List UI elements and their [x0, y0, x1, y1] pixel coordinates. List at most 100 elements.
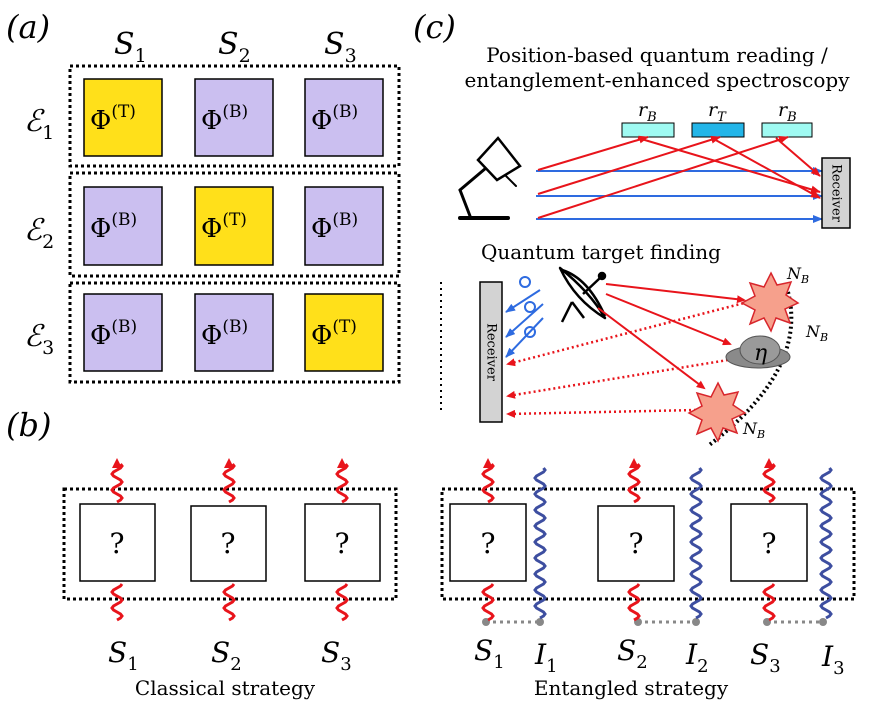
receiver-top: Receiver	[821, 157, 851, 229]
idler-wave	[533, 467, 547, 620]
entanglement-node	[692, 618, 700, 626]
svg-text:η: η	[754, 341, 767, 366]
lamp-icon	[458, 136, 522, 220]
idler-delay-loops	[505, 276, 544, 358]
signal-wave-in	[627, 583, 641, 622]
entanglement-node	[536, 618, 544, 626]
entangled-waves	[481, 458, 833, 622]
ensemble-row-2: ℰ2 Φ(B) Φ(T) Φ(B)	[24, 171, 401, 278]
signal-wave-out	[481, 463, 495, 504]
entanglement-node	[819, 618, 827, 626]
probe-box: ?	[449, 503, 527, 582]
svg-text:Receiver: Receiver	[829, 164, 844, 223]
return-beams	[506, 300, 749, 418]
noise-burst-icon	[740, 271, 800, 333]
entangled-strategy: ? ? ? S1 I1 S2 I2 S3 I3 Entangled strate…	[440, 458, 856, 700]
svg-text:?: ?	[109, 527, 124, 560]
probe-box: ?	[597, 505, 675, 582]
ensemble-row-3: ℰ3 Φ(B) Φ(B) Φ(T)	[24, 281, 401, 384]
svg-text:?: ?	[334, 527, 349, 560]
noise-label: NB	[805, 322, 828, 344]
state-cell-target	[83, 78, 163, 157]
cell-label: Φ(T)	[311, 317, 357, 351]
cell-label: Φ(B)	[90, 210, 137, 244]
svg-text:rB: rB	[778, 99, 797, 125]
reflected-beams	[537, 135, 821, 219]
signal-wave-out	[762, 463, 776, 504]
quantum-reading-title-line1: Position-based quantum reading /	[486, 43, 828, 67]
probe-box: ?	[304, 503, 381, 582]
receiver-bottom: Receiver	[479, 281, 503, 423]
target-object: η	[725, 335, 791, 369]
signal-label-s2: S2	[617, 634, 648, 673]
signal-wave-out-arrowhead	[112, 458, 122, 468]
svg-text:Receiver: Receiver	[484, 323, 499, 382]
signal-wave-out-arrowhead	[629, 458, 639, 468]
idler-label-i2: I2	[685, 638, 709, 677]
svg-text:?: ?	[761, 527, 776, 560]
signal-wave-out-arrowhead	[224, 458, 234, 468]
state-cell-target	[194, 186, 274, 266]
signal-wave-out	[335, 463, 349, 504]
column-header-s2: S2	[218, 27, 251, 67]
caption-entangled: Entangled strategy	[534, 676, 729, 700]
transmitted-beams	[597, 283, 746, 390]
noise-label: NB	[742, 419, 765, 441]
signal-wave-out-arrowhead	[764, 458, 774, 468]
ensemble-row-1: ℰ1 Φ(T) Φ(B) Φ(B)	[24, 64, 401, 168]
signal-wave-in	[222, 583, 236, 622]
cell-label: Φ(B)	[311, 210, 358, 244]
svg-text:S2: S2	[218, 27, 251, 67]
svg-text:?: ?	[628, 527, 643, 560]
signal-wave-out-arrowhead	[483, 458, 493, 468]
cell-label: Φ(B)	[201, 317, 248, 351]
idler-wave	[819, 467, 833, 620]
svg-text:rT: rT	[708, 99, 727, 125]
panel-label-c: (c)	[413, 8, 456, 46]
signal-wave-in	[110, 583, 124, 622]
column-header-s1: S1	[114, 27, 147, 67]
cell-label: Φ(B)	[201, 102, 248, 136]
signal-label-s3: S3	[750, 638, 781, 677]
quantum-reading-title-line2: entanglement-enhanced spectroscopy	[464, 68, 850, 92]
signal-waves	[110, 458, 349, 622]
memory-cell-target: rT	[691, 99, 745, 138]
satellite-dish-icon	[558, 266, 607, 323]
svg-text:rB: rB	[638, 99, 657, 125]
svg-text:?: ?	[220, 527, 235, 560]
classical-strategy: ? ? ? S1 S2 S3 Classical strategy	[62, 458, 398, 700]
probe-box: ?	[79, 503, 156, 582]
cell-label: Φ(B)	[311, 102, 358, 136]
state-cell-background	[304, 186, 384, 266]
noise-burst-icon	[687, 381, 747, 443]
signal-wave-out	[627, 463, 641, 504]
noise-label: NB	[786, 264, 809, 286]
signal-label-s1: S1	[108, 636, 139, 675]
idler-label-i1: I1	[534, 638, 558, 677]
state-cell-background	[194, 78, 274, 157]
column-header-s3: S3	[324, 27, 357, 67]
signal-wave-out-arrowhead	[337, 458, 347, 468]
panel-label-a: (a)	[6, 8, 50, 46]
row-label-e1: ℰ1	[24, 104, 54, 144]
cell-label: Φ(B)	[90, 317, 137, 351]
caption-classical: Classical strategy	[135, 676, 316, 700]
signal-wave-in	[335, 583, 349, 622]
state-cell-target	[304, 293, 384, 372]
memory-cell-background: rB	[761, 99, 813, 138]
signal-label-s1: S1	[474, 634, 505, 673]
memory-cell-background: rB	[621, 99, 675, 138]
row-label-e3: ℰ3	[24, 319, 54, 359]
row-label-e2: ℰ2	[24, 213, 54, 253]
idler-wave	[689, 467, 703, 620]
signal-label-s2: S2	[211, 636, 242, 675]
svg-text:?: ?	[480, 527, 495, 560]
probe-box: ?	[190, 505, 267, 582]
idler-label-i3: I3	[821, 640, 845, 679]
state-cell-background	[83, 186, 163, 266]
signal-label-s3: S3	[321, 636, 352, 675]
panel-label-b: (b)	[6, 406, 51, 444]
probe-beams	[536, 167, 823, 223]
cell-label: Φ(T)	[201, 210, 247, 244]
